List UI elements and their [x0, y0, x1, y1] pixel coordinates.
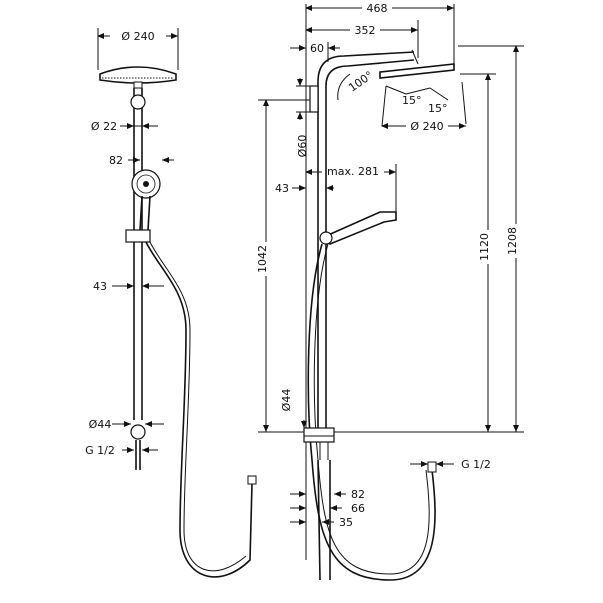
dim-angle: 100° [337, 69, 375, 101]
label-base-diameter: Ø44 [280, 389, 293, 412]
label-dim-82: 82 [351, 488, 365, 501]
dim-height-1208: 1208 [334, 45, 524, 433]
label-height-1120: 1120 [478, 233, 491, 261]
front-hand-shower [125, 169, 161, 243]
front-arm [120, 88, 156, 127]
label-max-reach: max. 281 [327, 165, 379, 178]
label-height-1208: 1208 [506, 227, 519, 255]
side-hand-shower [319, 211, 397, 246]
label-rail-offset-side: 43 [275, 182, 289, 195]
front-shower-head [99, 66, 177, 89]
label-total-depth: 468 [367, 2, 388, 15]
label-tilt-right: 15° [428, 102, 448, 115]
side-shower-head: 15° 15° Ø 240 [379, 63, 467, 133]
side-hose [307, 243, 437, 581]
side-riser-pipe [317, 49, 419, 440]
dim-top-offset: 60 [290, 42, 340, 62]
dim-arm-diameter: Ø 22 [91, 120, 158, 133]
label-connector-diameter: Ø44 [89, 418, 112, 431]
dim-handshower-offset: 82 [109, 154, 174, 167]
dim-total-depth: 468 [305, 1, 455, 70]
label-head-diameter-side: Ø 240 [410, 120, 443, 133]
front-hose [145, 241, 257, 578]
dim-rail-width-front: 43 [93, 280, 164, 293]
side-wall-bracket: Ø60 [296, 78, 319, 158]
dim-arm-reach: 352 [305, 20, 419, 58]
dim-head-diameter-front: Ø 240 [97, 28, 179, 70]
label-thread-front: G 1/2 [85, 444, 115, 457]
dim-height-1042: 1042 [256, 99, 310, 433]
label-angle: 100° [346, 69, 375, 95]
dim-max-reach: max. 281 [305, 164, 397, 214]
label-tilt-left: 15° [402, 94, 422, 107]
label-height-1042: 1042 [256, 245, 269, 273]
label-head-diameter-front: Ø 240 [121, 30, 154, 43]
label-dim-66: 66 [351, 502, 365, 515]
label-arm-diameter: Ø 22 [91, 120, 117, 133]
label-rail-width-front: 43 [93, 280, 107, 293]
front-rail [133, 118, 143, 420]
front-connector: Ø44 G 1/2 [85, 418, 164, 457]
dim-thread-side: G 1/2 [410, 458, 491, 471]
front-view: Ø 240 Ø 22 82 [85, 28, 257, 578]
label-handshower-offset: 82 [109, 154, 123, 167]
dim-base-diameter: Ø44 [280, 389, 307, 428]
dim-bottom-66: 66 [290, 502, 365, 515]
side-base-connector [303, 427, 335, 460]
label-dim-35: 35 [339, 516, 353, 529]
dim-rail-offset-side: 43 [275, 182, 334, 195]
label-top-offset: 60 [310, 42, 324, 55]
side-view: 468 352 60 100° [256, 1, 524, 581]
dim-bottom-35: 35 [290, 516, 353, 529]
dim-height-1120: 1120 [460, 73, 496, 432]
label-wall-bracket: Ø60 [296, 135, 309, 158]
label-thread-side: G 1/2 [461, 458, 491, 471]
dim-bottom-82: 82 [290, 488, 365, 501]
label-arm-reach: 352 [355, 24, 376, 37]
